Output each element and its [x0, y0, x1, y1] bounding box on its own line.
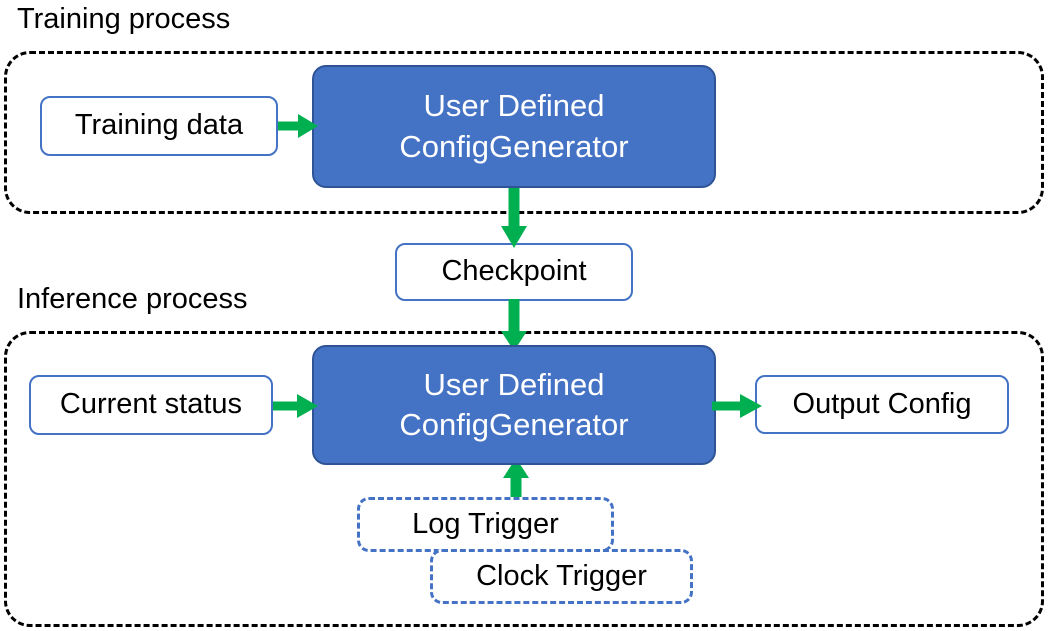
node-checkpoint-label: Checkpoint — [441, 255, 587, 288]
node-log-trigger[interactable]: Log Trigger — [357, 497, 614, 552]
node-inference-config-generator-line1: User Defined — [423, 366, 605, 402]
training-process-label: Training process — [17, 3, 231, 35]
inference-process-label: Inference process — [17, 283, 248, 315]
node-clock-trigger[interactable]: Clock Trigger — [430, 549, 693, 604]
arrow-training-data-to-generator-icon — [278, 114, 318, 138]
arrow-checkpoint-to-generator-icon — [501, 299, 527, 351]
node-output-config[interactable]: Output Config — [755, 375, 1009, 434]
node-inference-config-generator-line2: ConfigGenerator — [399, 407, 629, 442]
node-training-config-generator-line1: User Defined — [423, 88, 605, 124]
node-training-config-generator-line2: ConfigGenerator — [399, 128, 629, 164]
node-checkpoint[interactable]: Checkpoint — [395, 243, 633, 301]
node-clock-trigger-label: Clock Trigger — [476, 560, 647, 592]
node-output-config-label: Output Config — [792, 387, 972, 420]
node-training-config-generator[interactable]: User Defined ConfigGenerator — [312, 65, 716, 188]
node-current-status-label: Current status — [59, 388, 243, 421]
node-current-status[interactable]: Current status — [29, 375, 273, 435]
training-process-container — [4, 51, 1044, 214]
arrow-generator-to-output-config-icon — [712, 394, 762, 418]
arrow-current-status-to-generator-icon — [273, 394, 318, 418]
node-training-data-label: Training data — [74, 109, 244, 142]
node-training-data[interactable]: Training data — [40, 96, 278, 156]
arrow-generator-to-checkpoint-icon — [501, 186, 527, 248]
node-inference-config-generator[interactable]: User Defined ConfigGenerator — [312, 345, 716, 465]
node-log-trigger-label: Log Trigger — [412, 508, 559, 540]
